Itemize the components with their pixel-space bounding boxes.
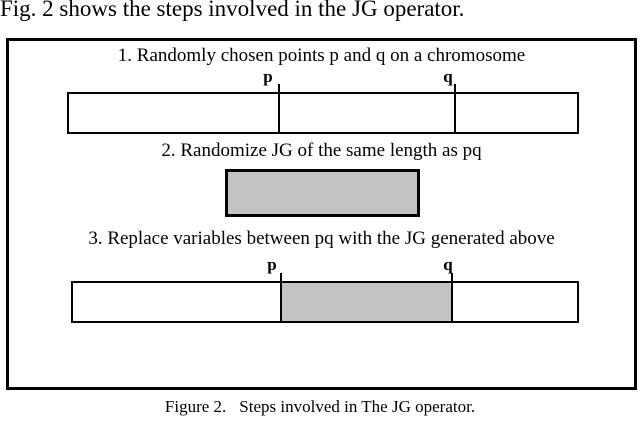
point-p-tick-step3: [280, 273, 282, 282]
figure-caption: Figure 2. Steps involved in The JG operat…: [0, 396, 640, 418]
jg-replaced-segment: [280, 283, 453, 321]
caption-figure-label: Figure 2.: [164, 397, 227, 416]
intro-text: Fig. 2 shows the steps involved in the J…: [0, 0, 465, 21]
chromosome-bar-step3: [71, 281, 579, 323]
point-q-label-step3: q: [443, 255, 453, 274]
step2-label: 2. Randomize JG of the same length as pq: [161, 140, 482, 161]
point-q-tick-step3: [451, 273, 453, 282]
jg-rectangle: [225, 169, 420, 217]
point-q-tick-step1: [454, 84, 456, 93]
caption-text: Steps involved in The JG operator.: [239, 397, 476, 416]
divider-p: [278, 94, 280, 132]
step3-label: 3. Replace variables between pq with the…: [88, 228, 555, 249]
divider-q: [454, 94, 456, 132]
chromosome-bar-step1: [67, 92, 579, 134]
point-p-tick-step1: [278, 84, 280, 93]
point-q-label-step1: q: [443, 67, 453, 86]
step1-label: 1. Randomly chosen points p and q on a c…: [117, 45, 526, 66]
point-p-label-step1: p: [263, 67, 273, 86]
point-p-label-step3: p: [267, 255, 277, 274]
